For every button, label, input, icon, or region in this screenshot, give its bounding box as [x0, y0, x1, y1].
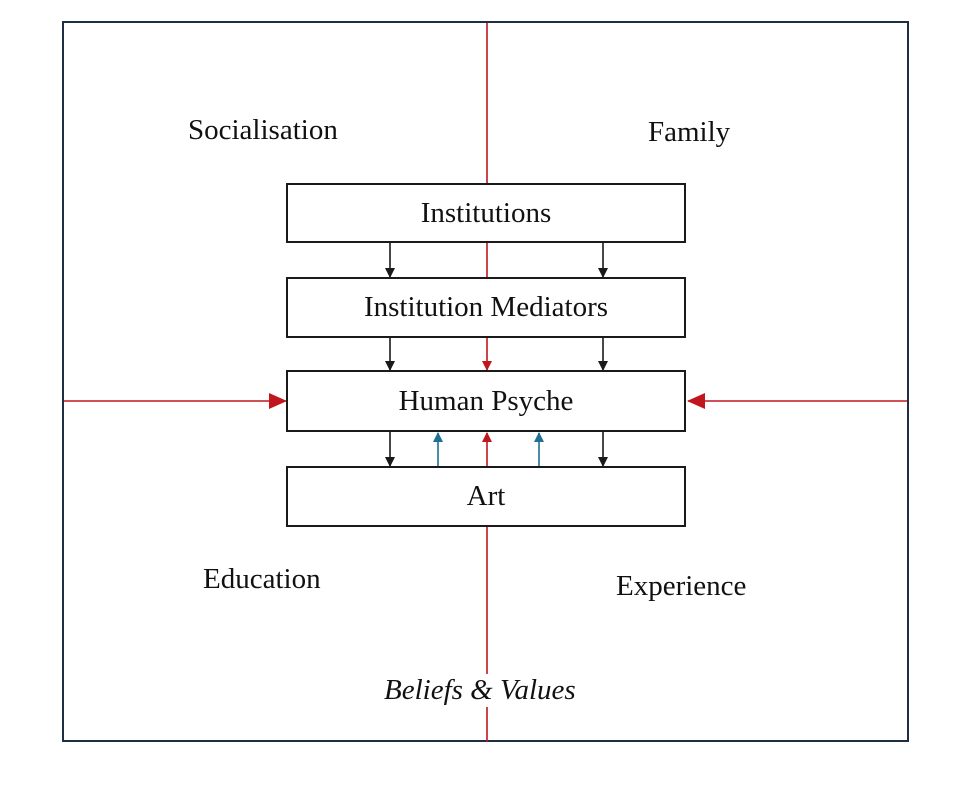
institutions-box: Institutions — [286, 183, 686, 243]
family-label: Family — [648, 116, 731, 148]
institutions-label: Institutions — [420, 196, 552, 229]
diagram-frame — [62, 21, 909, 742]
human-psyche-label: Human Psyche — [398, 384, 574, 417]
education-label: Education — [203, 563, 321, 595]
art-box: Art — [286, 466, 686, 527]
art-label: Art — [466, 480, 506, 512]
socialisation-label: Socialisation — [188, 114, 338, 146]
experience-label: Experience — [616, 570, 747, 602]
beliefs-values-caption: Beliefs & Values — [380, 674, 580, 707]
institution-mediators-box: Institution Mediators — [286, 277, 686, 338]
human-psyche-box: Human Psyche — [286, 370, 686, 432]
institution-mediators-label: Institution Mediators — [363, 291, 609, 323]
